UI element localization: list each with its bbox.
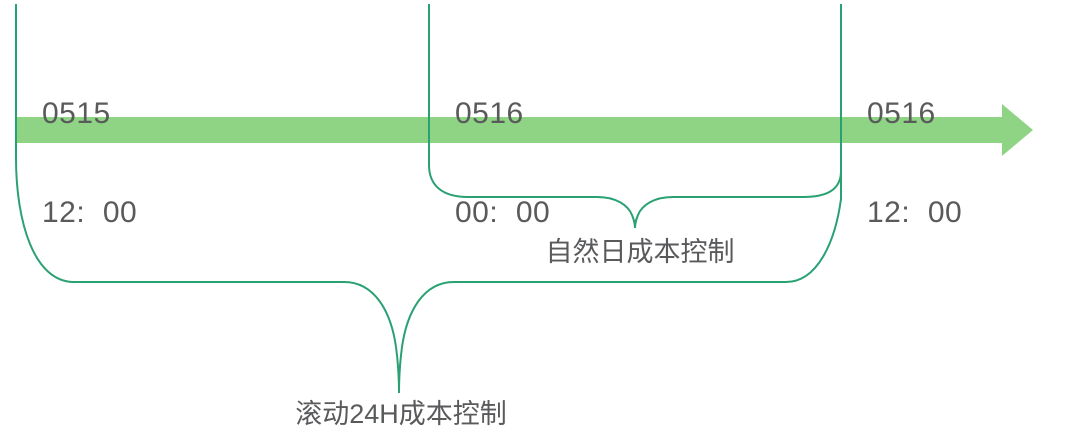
tick-date: 0516 [455,97,524,130]
tick-label-0516-0000: 0516 00: 00 [455,31,550,295]
tick-date: 0515 [42,97,111,130]
rolling-24h-brace-label: 滚动24H成本控制 [295,399,507,429]
tick-time: 12: 00 [42,196,138,229]
timeline-bar [17,117,1002,143]
tick-label-0516-1200: 0516 12: 00 [867,31,962,295]
timeline-arrowhead-icon [1002,104,1033,156]
tick-date: 0516 [867,97,936,130]
natural-day-brace-label: 自然日成本控制 [545,237,735,267]
tick-time: 00: 00 [455,196,551,229]
tick-label-0515-1200: 0515 12: 00 [42,31,137,295]
rolling-24h-brace-path [15,4,842,394]
tick-time: 12: 00 [867,196,963,229]
natural-day-brace-path [428,4,842,229]
